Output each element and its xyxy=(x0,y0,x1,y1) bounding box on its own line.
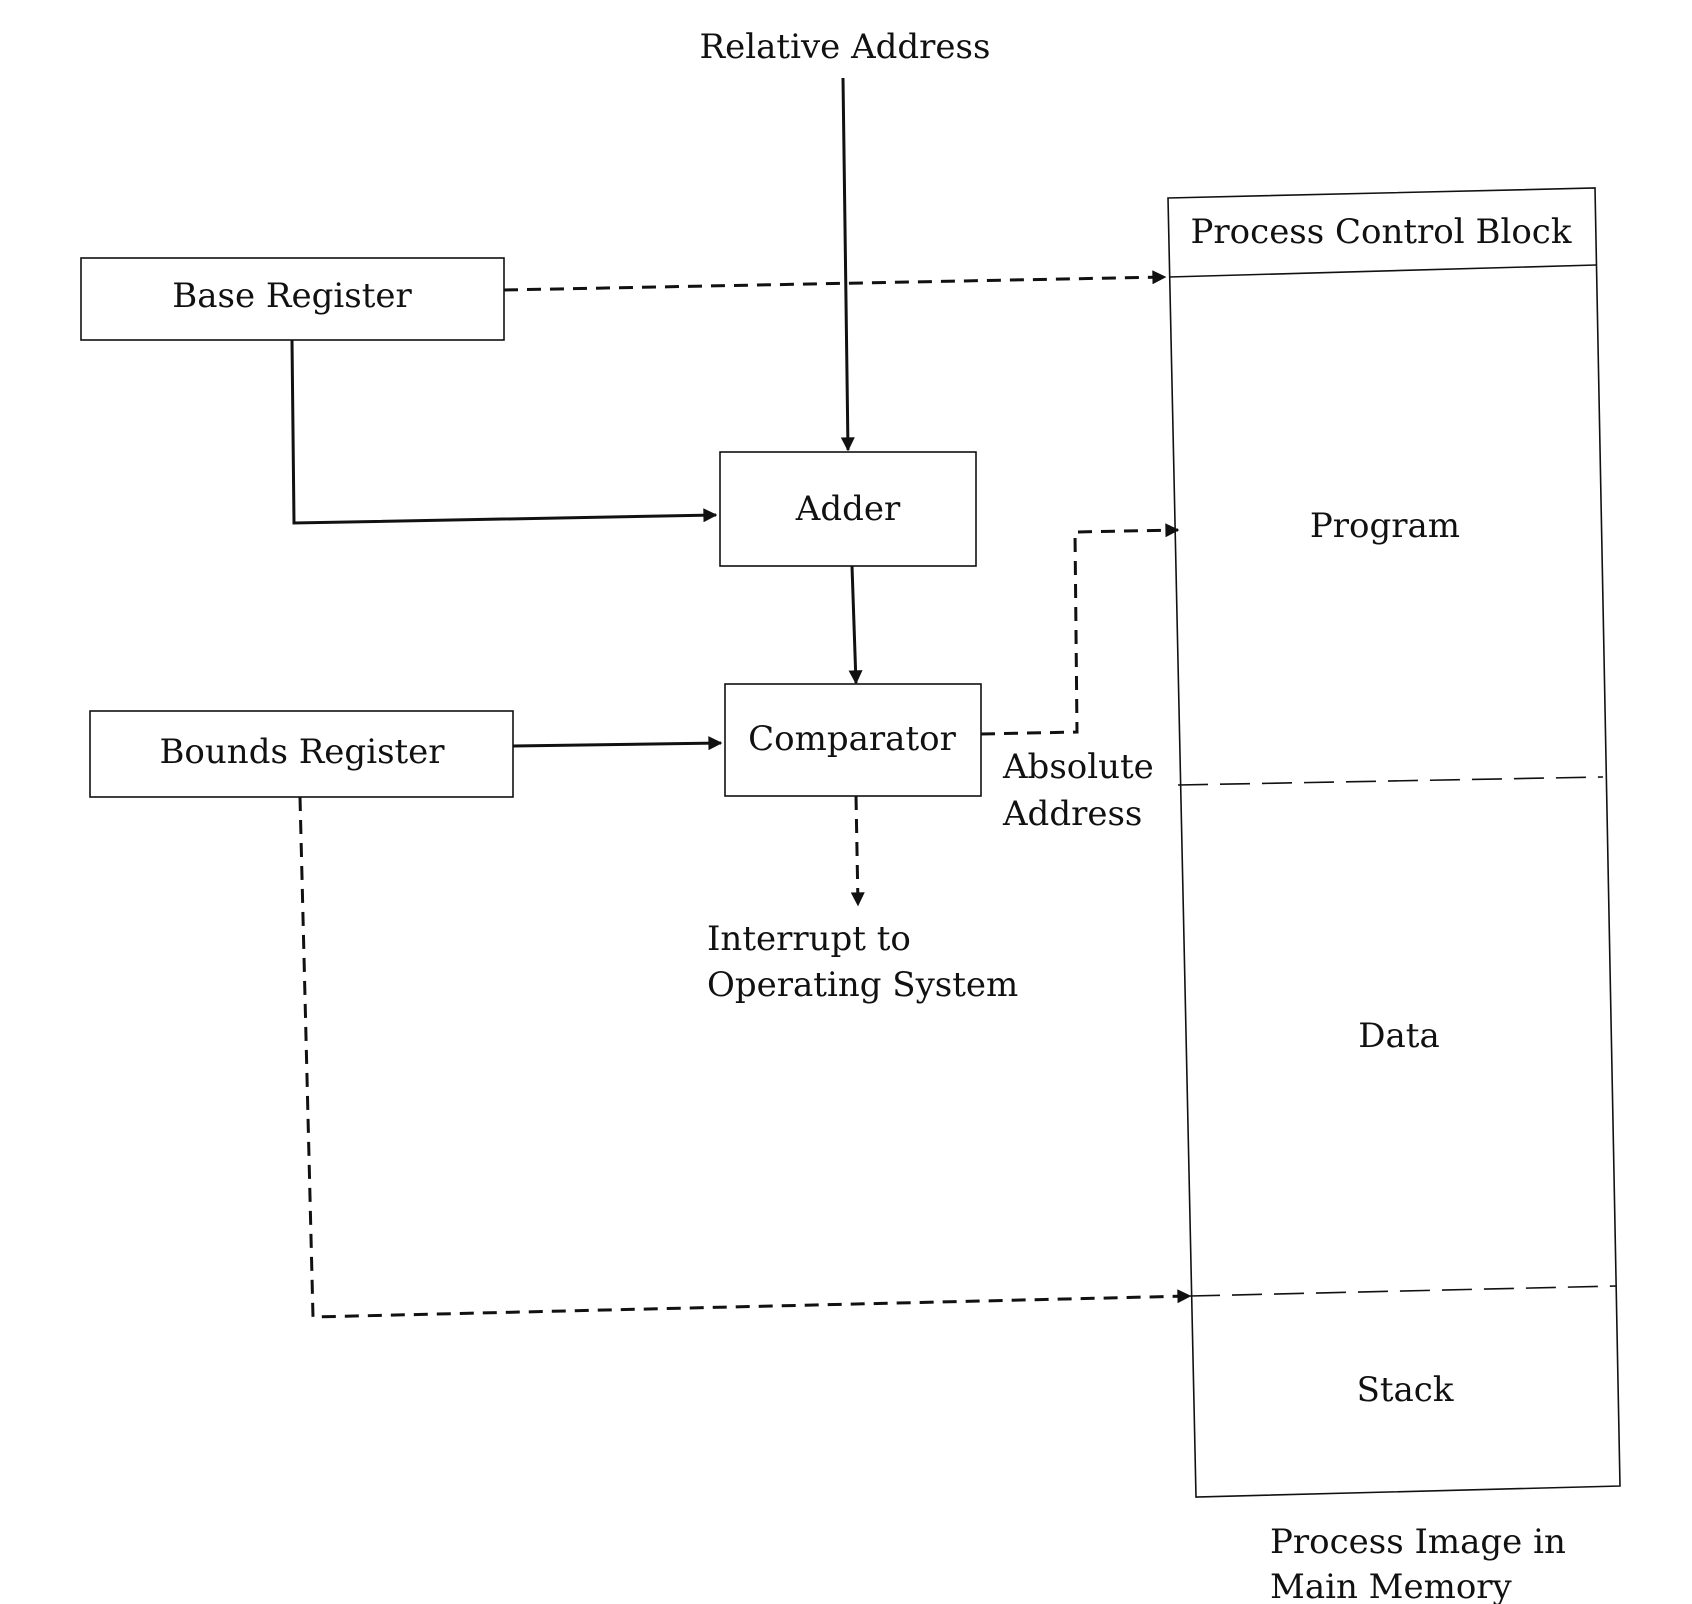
bounds-register-label: Bounds Register xyxy=(159,732,445,772)
bounds-register-to-comparator-arrow xyxy=(512,736,723,751)
base-register-label: Base Register xyxy=(172,276,412,316)
pcb-divider xyxy=(1168,264,1597,278)
interrupt-label-line2: Operating System xyxy=(707,965,1018,1005)
program-data-divider xyxy=(1177,776,1604,786)
base-register-to-pcb-arrow xyxy=(503,270,1167,292)
relative-address-arrow xyxy=(840,77,855,452)
comparator-box xyxy=(724,683,982,797)
absolute-address-label-line2: Address xyxy=(1002,794,1142,834)
process-image-caption-line1: Process Image in xyxy=(1270,1522,1566,1562)
adder-box xyxy=(719,451,977,567)
interrupt-label-line1: Interrupt to xyxy=(707,919,911,959)
adder-to-comparator-arrow xyxy=(848,565,863,685)
base-register-to-adder-arrow xyxy=(290,339,718,525)
process-image-box xyxy=(1167,187,1621,1498)
data-stack-divider xyxy=(1189,1285,1617,1297)
comparator-label: Comparator xyxy=(748,719,956,759)
adder-label: Adder xyxy=(795,489,901,529)
relative-address-label: Relative Address xyxy=(700,27,991,67)
comparator-to-memory-arrow xyxy=(980,523,1180,736)
process-image-caption-line2: Main Memory xyxy=(1270,1567,1513,1604)
program-label: Program xyxy=(1310,506,1460,546)
bounds-register-to-stack-arrow xyxy=(298,796,1192,1319)
comparator-to-interrupt-arrow xyxy=(850,795,865,907)
data-label: Data xyxy=(1358,1016,1439,1056)
process-control-block-label: Process Control Block xyxy=(1191,212,1572,252)
absolute-address-label-line1: Absolute xyxy=(1002,747,1154,787)
stack-label: Stack xyxy=(1357,1370,1454,1410)
